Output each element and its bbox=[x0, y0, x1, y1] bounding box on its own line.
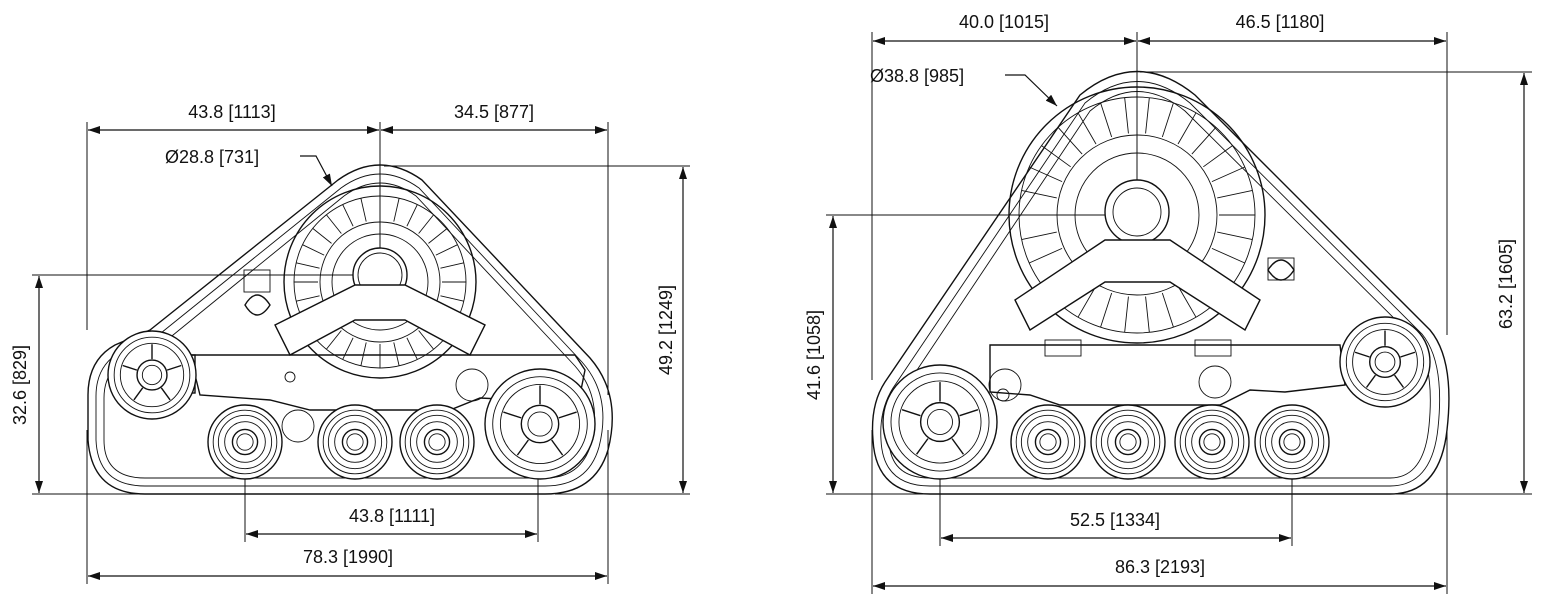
sprocket-tooth bbox=[1145, 97, 1150, 134]
sprocket-tooth bbox=[1124, 97, 1129, 134]
sprocket-tooth bbox=[1021, 231, 1057, 240]
left-sprocket bbox=[283, 185, 477, 379]
sprocket-tooth bbox=[1100, 292, 1113, 328]
sprocket-tooth bbox=[428, 228, 448, 244]
sprocket-tooth bbox=[1211, 247, 1245, 264]
sprocket-tooth bbox=[1029, 247, 1063, 264]
left-track-drawing: 43.8 [1113] 34.5 [877] Ø28.8 [731] 49.2 … bbox=[10, 102, 690, 584]
right-dim-overall-length-label: 86.3 [2193] bbox=[1115, 557, 1205, 577]
sprocket-tooth bbox=[393, 198, 400, 222]
left-dim-overall-length-label: 78.3 [1990] bbox=[303, 547, 393, 567]
left-dim-overall-length: 78.3 [1990] bbox=[86, 430, 609, 584]
road-wheel bbox=[207, 404, 283, 480]
sprocket-tooth bbox=[406, 337, 418, 360]
right-dim-wheelbase: 52.5 [1334] bbox=[939, 470, 1293, 546]
road-wheel bbox=[1090, 404, 1166, 480]
sprocket-tooth bbox=[326, 214, 342, 234]
right-dim-top-left-label: 40.0 [1015] bbox=[959, 12, 1049, 32]
left-dim-top-left-label: 43.8 [1113] bbox=[188, 102, 275, 122]
sprocket-tooth bbox=[302, 244, 325, 256]
sprocket-tooth bbox=[1077, 112, 1097, 145]
left-dim-diameter-label: Ø28.8 [731] bbox=[165, 147, 259, 167]
right-dim-top-right-label: 46.5 [1180] bbox=[1236, 12, 1325, 32]
left-dim-wheelbase-label: 43.8 [1111] bbox=[349, 506, 435, 526]
road-wheel bbox=[882, 364, 998, 480]
right-dim-diameter: Ø38.8 [985] bbox=[870, 66, 1058, 107]
sprocket-tooth bbox=[440, 295, 464, 302]
sprocket-tooth bbox=[1057, 127, 1083, 155]
left-dim-top-right-label: 34.5 [877] bbox=[454, 102, 534, 122]
sprocket-tooth bbox=[1177, 285, 1197, 318]
sprocket-tooth bbox=[406, 204, 418, 227]
road-wheel bbox=[1010, 404, 1086, 480]
road-wheel bbox=[317, 404, 393, 480]
right-dim-height-right-label: 63.2 [1605] bbox=[1496, 239, 1516, 329]
sprocket-tooth bbox=[1100, 102, 1113, 138]
left-dim-height-right-label: 49.2 [1249] bbox=[656, 285, 676, 375]
right-dim-top-right: 46.5 [1180] bbox=[1138, 12, 1446, 45]
sprocket-tooth bbox=[393, 342, 400, 366]
road-wheel bbox=[107, 330, 197, 420]
left-dim-diameter: Ø28.8 [731] bbox=[165, 147, 333, 187]
sprocket-tooth bbox=[1124, 296, 1129, 333]
sprocket-tooth bbox=[1021, 190, 1057, 199]
left-dim-height-left: 32.6 [829] bbox=[10, 274, 380, 495]
left-dim-height-right: 49.2 [1249] bbox=[384, 165, 690, 495]
sprocket-tooth bbox=[1077, 285, 1097, 318]
sprocket-tooth bbox=[1161, 102, 1174, 138]
road-wheel bbox=[1174, 404, 1250, 480]
right-dim-height-left-label: 41.6 [1058] bbox=[804, 310, 824, 400]
sprocket-tooth bbox=[312, 228, 332, 244]
sprocket-tooth bbox=[296, 295, 320, 302]
right-dim-height-left: 41.6 [1058] bbox=[804, 214, 1137, 495]
sprocket-tooth bbox=[440, 262, 464, 269]
left-dim-top-left: 43.8 [1113] bbox=[86, 102, 609, 395]
sprocket-tooth bbox=[1177, 112, 1197, 145]
left-dim-top-right: 34.5 [877] bbox=[381, 102, 607, 134]
left-wheels bbox=[107, 330, 596, 480]
right-wheels bbox=[882, 316, 1431, 480]
sprocket-tooth bbox=[1145, 296, 1150, 333]
sprocket-tooth bbox=[326, 330, 342, 350]
sprocket-tooth bbox=[360, 198, 367, 222]
sprocket-tooth bbox=[342, 204, 354, 227]
road-wheel bbox=[399, 404, 475, 480]
left-dim-height-left-label: 32.6 [829] bbox=[10, 345, 30, 425]
sprocket-tooth bbox=[1203, 145, 1233, 168]
right-frame bbox=[988, 239, 1346, 406]
sprocket-tooth bbox=[342, 337, 354, 360]
sprocket-tooth bbox=[360, 342, 367, 366]
sprocket-tooth bbox=[418, 330, 434, 350]
right-track-drawing: 40.0 [1015] 46.5 [1180] Ø38.8 [985] 63.2… bbox=[804, 12, 1532, 594]
road-wheel bbox=[1254, 404, 1330, 480]
left-frame bbox=[182, 269, 586, 443]
right-dim-overall-length: 86.3 [2193] bbox=[871, 430, 1448, 594]
right-dim-diameter-label: Ø38.8 [985] bbox=[870, 66, 964, 86]
road-wheel bbox=[484, 368, 596, 480]
sprocket-tooth bbox=[296, 262, 320, 269]
sprocket-tooth bbox=[435, 244, 458, 256]
right-dim-height-right: 63.2 [1605] bbox=[1140, 71, 1532, 495]
sprocket-tooth bbox=[1211, 166, 1245, 183]
sprocket-tooth bbox=[1041, 145, 1071, 168]
sprocket-tooth bbox=[418, 214, 434, 234]
sprocket-tooth bbox=[1191, 127, 1217, 155]
left-dim-wheelbase: 43.8 [1111] bbox=[244, 470, 539, 542]
sprocket-tooth bbox=[1217, 190, 1253, 199]
right-dim-wheelbase-label: 52.5 [1334] bbox=[1070, 510, 1160, 530]
sprocket-tooth bbox=[1029, 166, 1063, 183]
road-wheel bbox=[1339, 316, 1431, 408]
sprocket-tooth bbox=[1161, 292, 1174, 328]
sprocket-tooth bbox=[1217, 231, 1253, 240]
